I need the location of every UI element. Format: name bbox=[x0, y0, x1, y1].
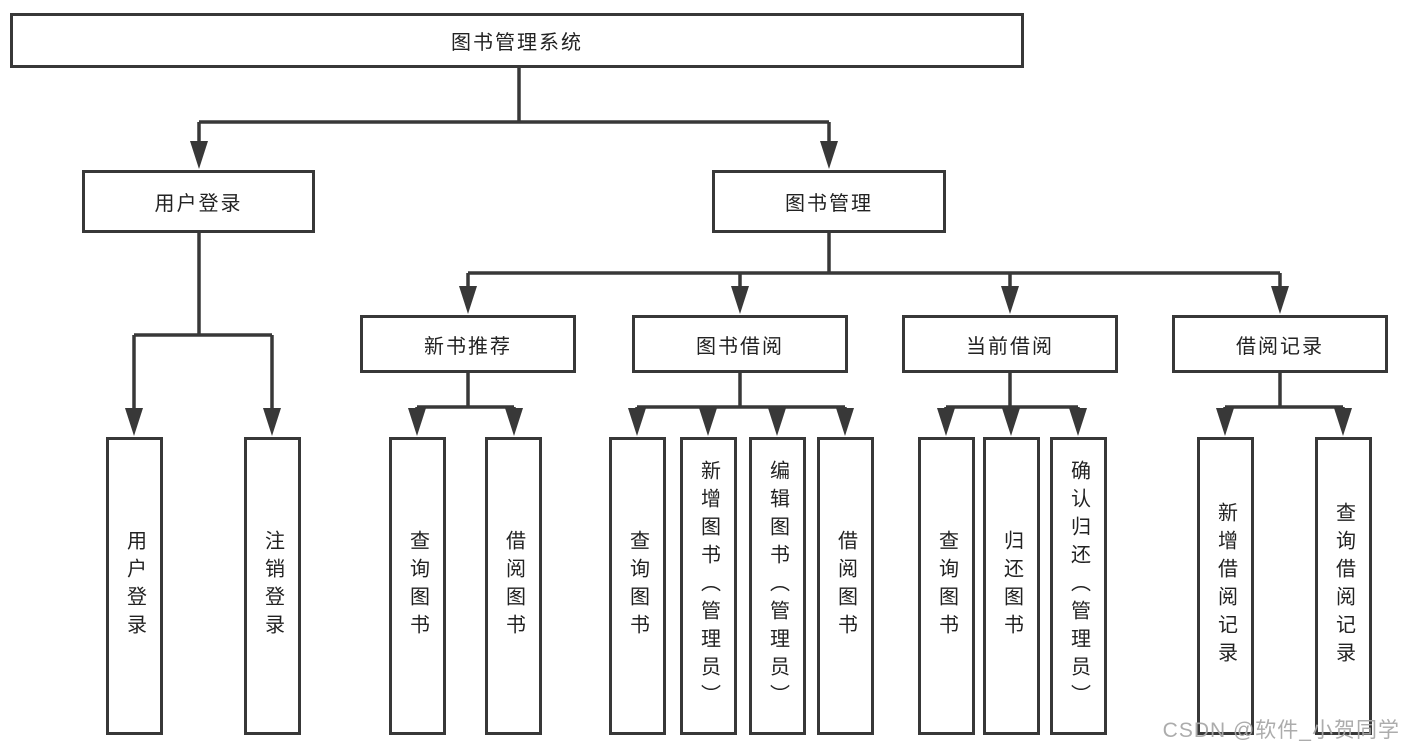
leaf-query-borrow-record: 查询借阅记录 bbox=[1315, 437, 1372, 735]
leaf-label: 归还图书 bbox=[1000, 530, 1023, 642]
connector-user-login bbox=[125, 233, 281, 436]
arrowhead bbox=[1334, 408, 1352, 436]
connector-book-borrowing bbox=[628, 373, 854, 436]
arrowhead bbox=[459, 286, 477, 314]
arrowhead bbox=[1216, 408, 1234, 436]
leaf-label: 查询图书 bbox=[406, 530, 429, 642]
leaf-label: 查询图书 bbox=[935, 530, 958, 642]
arrowhead bbox=[190, 141, 208, 169]
leaf-logout: 注销登录 bbox=[244, 437, 301, 735]
leaf-label: 新增借阅记录 bbox=[1214, 502, 1237, 670]
leaf-return-book: 归还图书 bbox=[983, 437, 1040, 735]
arrowhead bbox=[125, 408, 143, 436]
leaf-label: 新增图书（管理员） bbox=[697, 460, 720, 712]
node-current-borrowing: 当前借阅 bbox=[902, 315, 1118, 373]
arrowhead bbox=[408, 408, 426, 436]
arrowhead bbox=[820, 141, 838, 169]
connector-current-borrowing bbox=[937, 373, 1087, 436]
arrowhead bbox=[1002, 408, 1020, 436]
arrowhead bbox=[628, 408, 646, 436]
leaf-add-book-admin: 新增图书（管理员） bbox=[680, 437, 737, 735]
leaf-borrow-books-borrowing: 借阅图书 bbox=[817, 437, 874, 735]
leaf-user-login: 用户登录 bbox=[106, 437, 163, 735]
node-user-login: 用户登录 bbox=[82, 170, 315, 233]
leaf-query-books-borrowing: 查询图书 bbox=[609, 437, 666, 735]
arrowhead bbox=[836, 408, 854, 436]
leaf-label: 确认归还（管理员） bbox=[1067, 460, 1090, 712]
leaf-query-books-current: 查询图书 bbox=[918, 437, 975, 735]
node-book-borrowing: 图书借阅 bbox=[632, 315, 848, 373]
leaf-label: 借阅图书 bbox=[502, 530, 525, 642]
arrowhead bbox=[1069, 408, 1087, 436]
leaf-query-books-recommend: 查询图书 bbox=[389, 437, 446, 735]
watermark: CSDN @软件_小贺同学 bbox=[1162, 719, 1400, 742]
leaf-label: 借阅图书 bbox=[834, 530, 857, 642]
leaf-label: 编辑图书（管理员） bbox=[766, 460, 789, 712]
arrowhead bbox=[768, 408, 786, 436]
connector-root bbox=[190, 68, 838, 169]
leaf-confirm-return-admin: 确认归还（管理员） bbox=[1050, 437, 1107, 735]
connector-new-book-recommend bbox=[408, 373, 523, 436]
arrowhead bbox=[505, 408, 523, 436]
leaf-edit-book-admin: 编辑图书（管理员） bbox=[749, 437, 806, 735]
leaf-add-borrow-record: 新增借阅记录 bbox=[1197, 437, 1254, 735]
node-book-management: 图书管理 bbox=[712, 170, 946, 233]
arrowhead bbox=[937, 408, 955, 436]
leaf-label: 注销登录 bbox=[261, 530, 284, 642]
arrowhead bbox=[263, 408, 281, 436]
arrowhead bbox=[731, 286, 749, 314]
leaf-borrow-books-recommend: 借阅图书 bbox=[485, 437, 542, 735]
connector-borrowing-records bbox=[1216, 373, 1352, 436]
arrowhead bbox=[1001, 286, 1019, 314]
connector-book-management bbox=[459, 233, 1289, 314]
leaf-label: 查询图书 bbox=[626, 530, 649, 642]
node-borrowing-records: 借阅记录 bbox=[1172, 315, 1388, 373]
leaf-label: 用户登录 bbox=[123, 530, 146, 642]
node-library-management-system: 图书管理系统 bbox=[10, 13, 1024, 68]
arrowhead bbox=[1271, 286, 1289, 314]
leaf-label: 查询借阅记录 bbox=[1332, 502, 1355, 670]
arrowhead bbox=[699, 408, 717, 436]
node-new-book-recommend: 新书推荐 bbox=[360, 315, 576, 373]
